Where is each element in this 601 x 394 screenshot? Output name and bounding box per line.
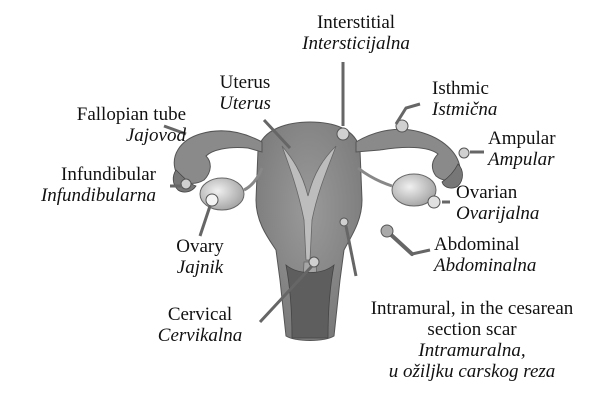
right-ovarian-ligament xyxy=(358,168,392,186)
leader-ovary xyxy=(200,206,210,236)
label-infundibular-hr: Infundibularna xyxy=(41,185,156,206)
label-isthmic: Isthmic Istmična xyxy=(432,78,497,120)
label-uterus: Uterus Uterus xyxy=(219,72,271,114)
label-uterus-en: Uterus xyxy=(219,72,271,93)
label-intramural-en-2: section scar xyxy=(371,319,574,340)
label-abdominal-en: Abdominal xyxy=(434,234,536,255)
abdominal-site-sac xyxy=(381,225,393,237)
label-intramural-en-1: Intramural, in the cesarean xyxy=(371,298,574,319)
left-ovary xyxy=(200,178,244,210)
interstitial-site xyxy=(337,128,349,140)
right-fallopian-tube xyxy=(356,129,460,180)
label-infundibular: Infundibular Infundibularna xyxy=(41,164,156,206)
label-abdominal: Abdominal Abdominalna xyxy=(434,234,536,276)
label-cervical-en: Cervical xyxy=(158,304,242,325)
label-fallopian-tube: Fallopian tube Jajovod xyxy=(77,104,186,146)
intramural-site xyxy=(340,218,348,226)
label-cervical: Cervical Cervikalna xyxy=(158,304,242,346)
label-uterus-hr: Uterus xyxy=(219,93,271,114)
label-intramural-hr-1: Intramuralna, xyxy=(371,340,574,361)
label-interstitial-en: Interstitial xyxy=(302,12,410,33)
label-ovarian: Ovarian Ovarijalna xyxy=(456,182,539,224)
label-intramural: Intramural, in the cesarean section scar… xyxy=(371,298,574,382)
label-ovarian-en: Ovarian xyxy=(456,182,539,203)
label-fallopian-tube-en: Fallopian tube xyxy=(77,104,186,125)
leader-isthmic xyxy=(396,104,420,124)
label-intramural-hr-2: u ožiljku carskog reza xyxy=(371,361,574,382)
label-ampular-en: Ampular xyxy=(488,128,556,149)
label-interstitial-hr: Intersticijalna xyxy=(302,33,410,54)
label-ovary: Ovary Jajnik xyxy=(176,236,223,278)
label-ovary-en: Ovary xyxy=(176,236,223,257)
label-infundibular-en: Infundibular xyxy=(41,164,156,185)
label-ovary-hr: Jajnik xyxy=(176,257,223,278)
ovary-site xyxy=(206,194,218,206)
label-ampular-hr: Ampular xyxy=(488,149,556,170)
infundibular-site xyxy=(181,179,191,189)
left-fallopian-tube xyxy=(174,131,262,184)
label-isthmic-en: Isthmic xyxy=(432,78,497,99)
label-cervical-hr: Cervikalna xyxy=(158,325,242,346)
ampular-site xyxy=(459,148,469,158)
ovarian-site xyxy=(428,196,440,208)
leader-abdominal xyxy=(412,250,430,254)
label-isthmic-hr: Istmična xyxy=(432,99,497,120)
label-ampular: Ampular Ampular xyxy=(488,128,556,170)
label-ovarian-hr: Ovarijalna xyxy=(456,203,539,224)
vaginal-segment xyxy=(286,265,334,338)
label-interstitial: Interstitial Intersticijalna xyxy=(302,12,410,54)
label-fallopian-tube-hr: Jajovod xyxy=(77,125,186,146)
label-abdominal-hr: Abdominalna xyxy=(434,255,536,276)
